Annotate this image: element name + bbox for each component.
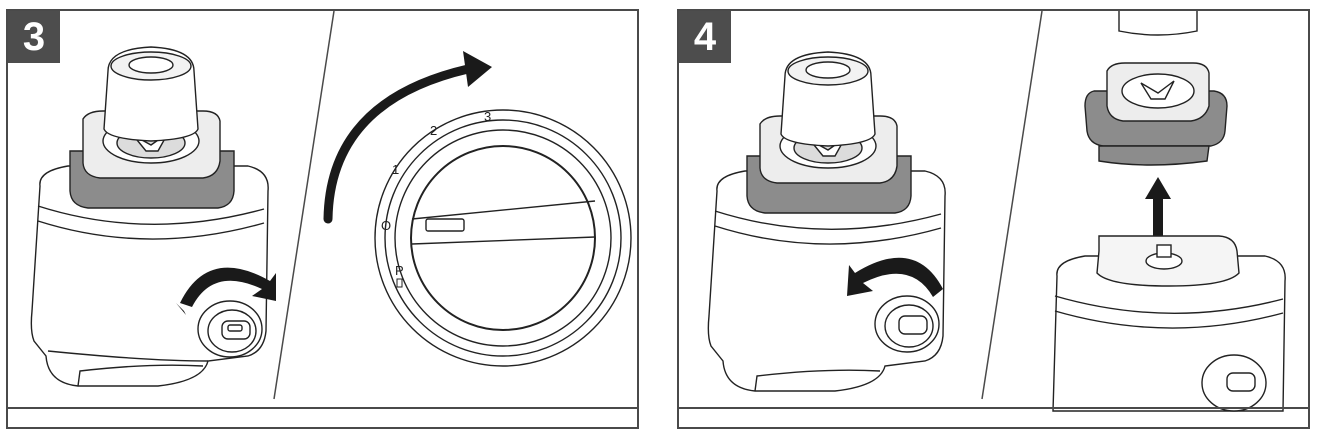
blender-illustration <box>707 51 946 392</box>
dial-label-3: 3 <box>484 109 491 124</box>
up-arrow-icon <box>1145 177 1171 236</box>
dial-label-p: P <box>395 263 404 278</box>
step-4-illustration <box>707 11 1286 412</box>
step-number-badge: 3 <box>8 11 60 63</box>
panel-divider-line <box>981 11 1043 400</box>
blade-assembly <box>1084 11 1228 166</box>
pulse-icon <box>396 278 403 288</box>
step-4-panel: 4 <box>677 9 1310 429</box>
panel-bottom-border <box>8 407 637 409</box>
step-number-badge: 4 <box>679 11 731 63</box>
dial-label-1: 1 <box>392 162 399 177</box>
blender-illustration <box>30 46 269 387</box>
rotate-arrows-icon <box>847 257 943 297</box>
panel-bottom-border <box>679 407 1308 409</box>
step-3-illustration: P O 1 2 3 <box>30 11 632 400</box>
rotate-arrows-icon <box>176 267 276 315</box>
panel-divider-line <box>273 11 335 400</box>
step-3-panel: 3 <box>6 9 639 429</box>
dial-label-2: 2 <box>430 123 437 138</box>
dial-label-off: O <box>381 218 391 233</box>
blender-base-empty <box>1052 235 1286 412</box>
speed-dial <box>374 109 632 367</box>
curved-arrow-icon <box>323 64 473 224</box>
